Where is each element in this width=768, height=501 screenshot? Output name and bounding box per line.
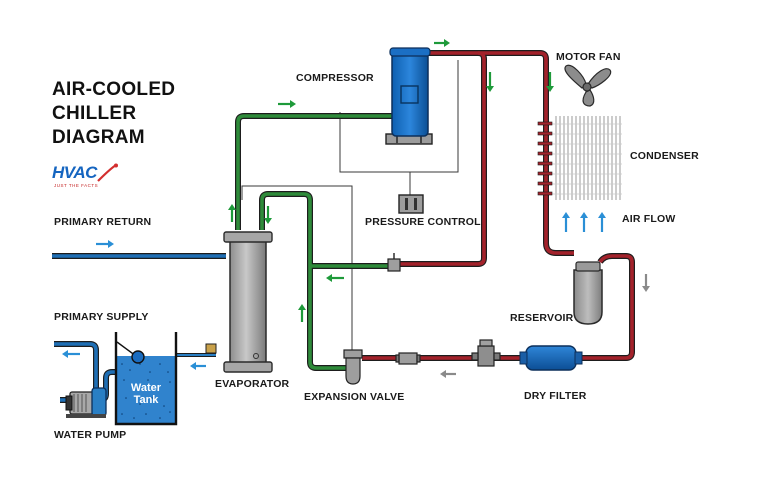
dry-filter (519, 345, 583, 371)
junction-valve (387, 253, 401, 272)
label-motor-fan: MOTOR FAN (556, 51, 621, 63)
supply-stub (176, 343, 217, 357)
inline-valves (395, 339, 501, 367)
reservoir (573, 261, 603, 325)
logo-text: HVAC (52, 163, 97, 182)
title-line-1: AIR-COOLED (52, 79, 176, 100)
condenser (537, 116, 622, 200)
page-title: AIR-COOLED CHILLER DIAGRAM (52, 78, 175, 150)
water-tank (114, 332, 178, 426)
label-expansion-valve: EXPANSION VALVE (304, 391, 405, 403)
label-reservoir: RESERVOIR (510, 312, 574, 324)
flow-arrows (62, 39, 650, 378)
label-pressure-control: PRESSURE CONTROL (365, 216, 481, 228)
water-tank-label: Water Tank (116, 382, 176, 406)
label-condenser: CONDENSER (630, 150, 699, 162)
label-dry-filter: DRY FILTER (524, 390, 587, 402)
label-water-pump: WATER PUMP (54, 429, 127, 441)
hvac-logo: HVAC JUST THE FACTS (52, 163, 122, 193)
compressor (385, 47, 433, 145)
motor-fan-icon (564, 64, 612, 107)
label-primary-supply: PRIMARY SUPPLY (54, 311, 149, 323)
water-tank-label-line-2: Tank (133, 394, 159, 406)
water-tank-label-line-1: Water (130, 382, 162, 394)
title-line-2: CHILLER (52, 103, 137, 124)
evaporator (223, 231, 273, 373)
label-air-flow: AIR FLOW (622, 213, 676, 225)
logo-tagline: JUST THE FACTS (54, 183, 99, 188)
title-line-3: DIAGRAM (52, 127, 145, 148)
pressure-control (398, 194, 424, 214)
label-primary-return: PRIMARY RETURN (54, 216, 152, 228)
label-compressor: COMPRESSOR (296, 72, 374, 84)
water-pump (65, 387, 107, 418)
label-evaporator: EVAPORATOR (215, 378, 290, 390)
expansion-valve (343, 349, 363, 385)
logo-swoosh-icon (97, 163, 118, 182)
